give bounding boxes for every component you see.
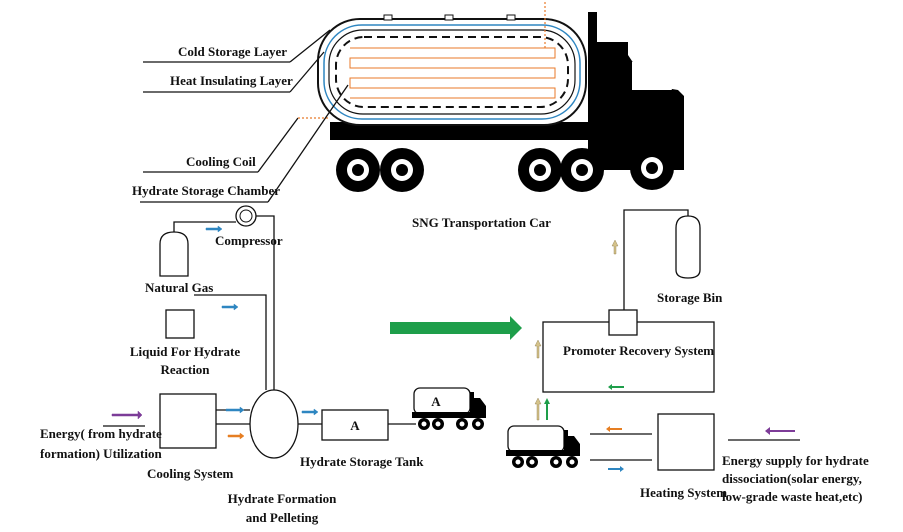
cold-storage-layer [328, 29, 576, 115]
hydrate-storage-tank-label: Hydrate Storage Tank [300, 454, 424, 469]
tank-hatch-2 [444, 14, 454, 21]
heat-insulating-layer-label: Heat Insulating Layer [170, 73, 293, 88]
liquid-reservoir [165, 309, 195, 339]
cooling-system-label: Cooling System [147, 466, 233, 481]
truck-chassis [330, 122, 660, 140]
hydrate-storage-chamber [335, 36, 569, 108]
compressor-label: Compressor [215, 233, 283, 248]
formation-label-line1: Hydrate Formation [228, 491, 337, 506]
small-truck-right [506, 425, 580, 468]
heating-pipes [590, 433, 800, 461]
promoter-recovery-system-label: Promoter Recovery System [563, 343, 714, 358]
cold-storage-layer-label: Cold Storage Layer [178, 44, 287, 59]
formation-label-line2: and Pelleting [246, 510, 319, 525]
storage-bin [675, 215, 701, 279]
cold-storage-tank [317, 18, 587, 126]
compressor [235, 205, 257, 227]
storage-bin-label: Storage Bin [657, 290, 723, 305]
energy-supply-label-line2: dissociation(solar energy, [722, 471, 862, 486]
heat-supply-arrow [606, 426, 622, 432]
truck-wheels [336, 146, 674, 192]
energy-supply-arrow [765, 427, 795, 435]
truck-label-leaders [140, 29, 349, 203]
cooling-system-box [159, 393, 217, 449]
natural-gas-label: Natural Gas [145, 280, 213, 295]
liquid-label-line2: Reaction [160, 362, 210, 377]
energy-utilization-arrow [111, 410, 143, 420]
truck-green-up-arrow [544, 398, 550, 420]
promoter-return-arrow [608, 384, 624, 390]
gas-flow-arrows [205, 225, 319, 416]
liquid-label-line1: Liquid For Hydrate [130, 344, 241, 359]
truck-cab [588, 12, 684, 170]
small-truck-letter: A [431, 394, 441, 409]
promoter-up-arrow [611, 239, 619, 255]
promoter-unit [608, 309, 638, 336]
truck-cab-window [632, 62, 672, 90]
small-truck-a [412, 387, 486, 430]
hydrate-storage-tank [321, 409, 389, 441]
recovery-up-arrow [534, 339, 542, 359]
gas-return-arrow [608, 466, 624, 472]
truck-up-arrow [534, 397, 542, 421]
bin-pipe [623, 209, 689, 310]
tank-hatch-1 [383, 14, 393, 21]
energy-supply-label-line3: low-grade waste heat,etc) [722, 489, 862, 504]
hydrate-formation-vessel [249, 389, 299, 459]
heat-flow-arrow-left [227, 432, 245, 440]
heat-insulating-layer [323, 24, 581, 120]
hydrate-storage-tank-letter: A [350, 418, 360, 433]
heating-system-box [657, 413, 715, 471]
hydrate-storage-chamber-label: Hydrate Storage Chamber [132, 183, 280, 198]
sng-transportation-car [317, 0, 684, 192]
heating-system-label: Heating System [640, 485, 727, 500]
sng-transportation-car-label: SNG Transportation Car [412, 215, 551, 230]
energy-supply-label-line1: Energy supply for hydrate [722, 453, 869, 468]
cooling-coil-label: Cooling Coil [186, 154, 256, 169]
energy-utilization-label-line2: formation) Utilization [40, 446, 162, 461]
transport-flow-arrow [390, 316, 522, 340]
tank-hatch-3 [506, 14, 516, 21]
natural-gas-cylinder [159, 231, 189, 277]
energy-utilization-label-line1: Energy( from hydrate [40, 426, 162, 441]
cooling-coil [349, 47, 556, 99]
